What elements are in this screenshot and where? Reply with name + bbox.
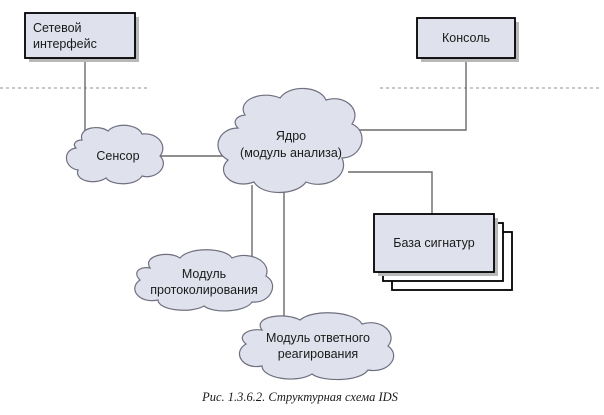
logging-module-label-line1: Модуль <box>182 267 226 281</box>
network-interface-label-line1: Сетевой <box>33 21 82 35</box>
response-module-label-line1: Модуль ответного <box>266 331 370 345</box>
connection-lines <box>84 58 467 324</box>
sensor-label: Сенсор <box>96 149 139 163</box>
core-label-line1: Ядро <box>276 129 306 143</box>
response-module-cloud: Модуль ответного реагирования <box>239 312 395 381</box>
console-label: Консоль <box>442 31 490 45</box>
network-interface-box: Сетевой интерфейс <box>24 12 139 62</box>
link-console-core <box>355 60 467 131</box>
figure-caption: Рис. 1.3.6.2. Структурная схема IDS <box>201 390 399 404</box>
network-interface-label-line2: интерфейс <box>33 37 97 51</box>
logging-module-cloud: Модуль протоколирования <box>134 249 274 312</box>
core-label-line2: (модуль анализа) <box>240 146 342 160</box>
link-core-signatures <box>348 171 433 215</box>
signature-database-stack: База сигнатур <box>373 213 513 291</box>
sensor-cloud: Сенсор <box>65 124 164 185</box>
signature-database-label: База сигнатур <box>393 236 475 250</box>
logging-module-label-line2: протоколирования <box>150 283 258 297</box>
response-module-label-line2: реагирования <box>278 347 358 361</box>
core-cloud: Ядро (модуль анализа) <box>217 87 363 193</box>
console-box: Консоль <box>416 17 519 62</box>
